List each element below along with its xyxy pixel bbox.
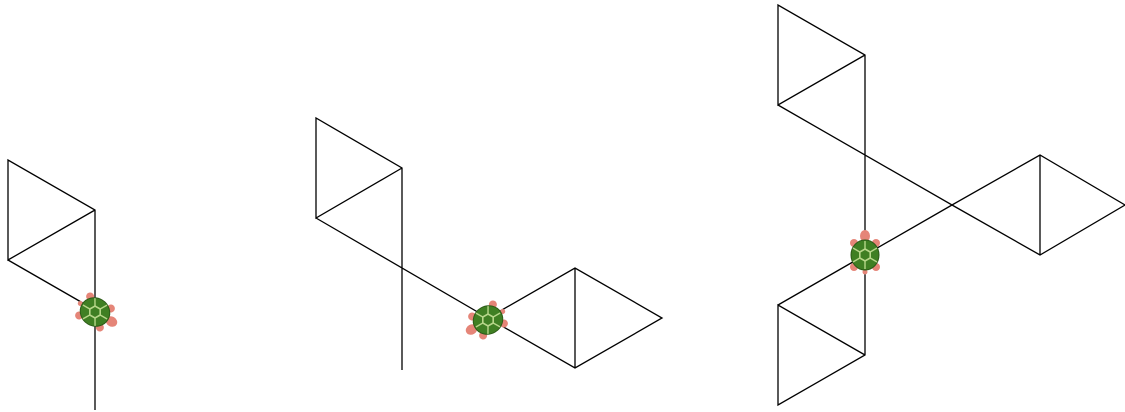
panel-step-2: [316, 118, 662, 370]
panel-step-3: [778, 5, 1125, 405]
turtle-icon: [850, 230, 880, 275]
turtle-icon: [71, 289, 125, 337]
line-segment: [8, 160, 95, 410]
turtle-icon: [459, 297, 513, 345]
panel-step-1: [8, 160, 124, 410]
line-segment: [778, 5, 1125, 405]
